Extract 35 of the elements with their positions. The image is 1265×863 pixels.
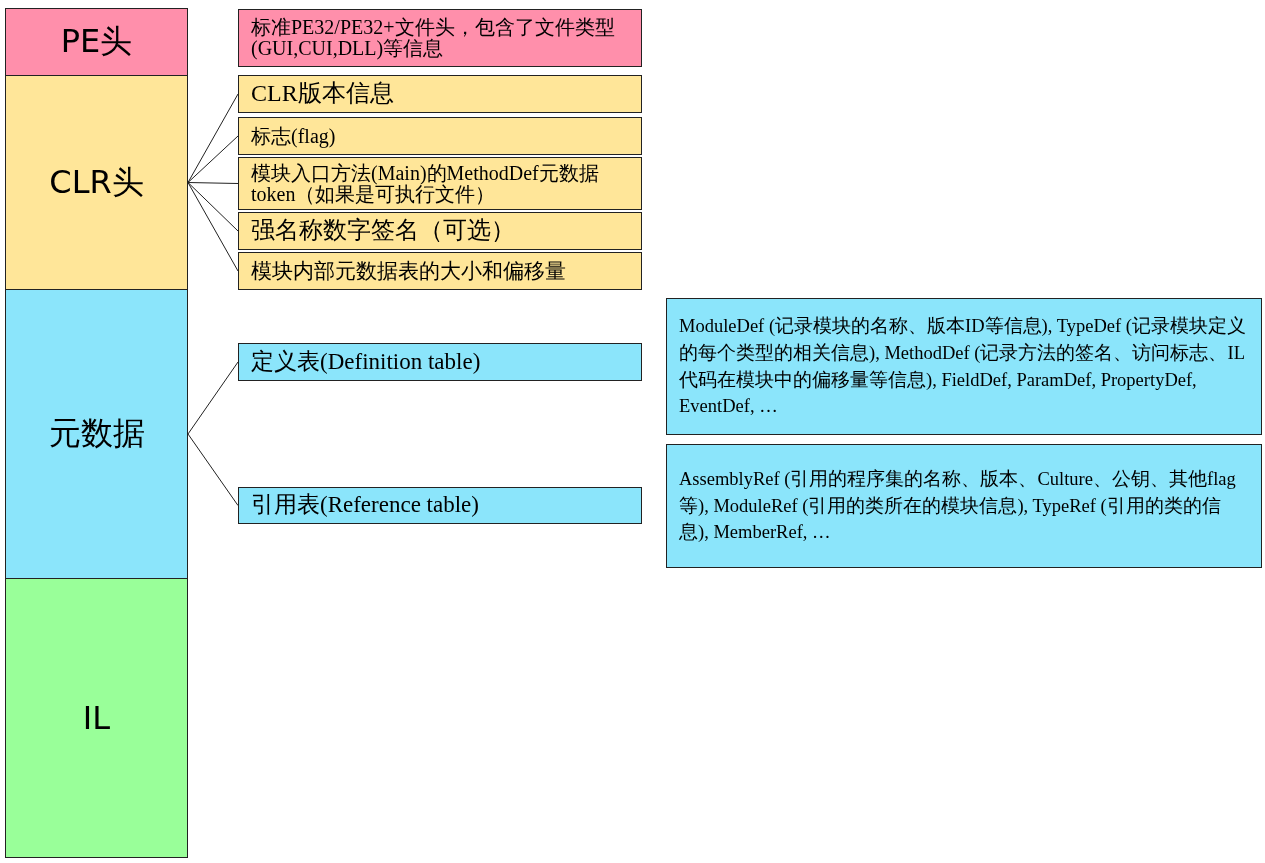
section-band bbox=[5, 75, 188, 290]
section-label: 元数据 bbox=[48, 413, 145, 454]
connector-line bbox=[187, 182, 239, 184]
item-text: 标准PE32/PE32+文件头，包含了文件类型(GUI,CUI,DLL)等信息 bbox=[251, 17, 616, 59]
item-text: 定义表(Definition table) bbox=[251, 349, 481, 375]
field-box bbox=[238, 157, 642, 210]
section-label: PE头 bbox=[60, 21, 133, 62]
note-box bbox=[666, 298, 1262, 435]
item-text: 强名称数字签名（可选） bbox=[251, 218, 515, 244]
item-text: AssemblyRef (引用的程序集的名称、版本、Culture、公钥、其他flag等), ModuleRef (引用的类所在的模块信息), TypeRef (引用的类的信息), MemberRef, … bbox=[679, 467, 1237, 545]
table-box bbox=[238, 343, 642, 381]
item-text: 标志(flag) bbox=[251, 125, 336, 147]
connector-line bbox=[187, 182, 239, 232]
field-box bbox=[238, 212, 642, 250]
item-text: 引用表(Reference table) bbox=[251, 493, 479, 518]
item-text: CLR版本信息 bbox=[251, 81, 394, 107]
table-box bbox=[238, 487, 642, 524]
item-text: 模块入口方法(Main)的MethodDef元数据 token（如果是可执行文件） bbox=[251, 162, 600, 205]
section-band bbox=[5, 289, 188, 579]
section-band bbox=[5, 578, 188, 858]
connector-line bbox=[187, 182, 239, 272]
section-band bbox=[5, 8, 188, 76]
connector-line bbox=[187, 433, 239, 506]
connector-line bbox=[187, 135, 239, 183]
section-label: IL bbox=[82, 699, 111, 737]
field-box bbox=[238, 9, 642, 67]
field-box bbox=[238, 75, 642, 113]
item-text: ModuleDef (记录模块的名称、版本ID等信息), TypeDef (记录模块定义的每个类型的相关信息), MethodDef (记录方法的签名、访问标志、IL代码在模块中的偏移量等信息), FieldDef, ParamDef, PropertyDef, EventDef, … bbox=[679, 314, 1247, 419]
field-box bbox=[238, 252, 642, 290]
note-box bbox=[666, 444, 1262, 568]
item-text: 模块内部元数据表的大小和偏移量 bbox=[251, 259, 566, 282]
connector-line bbox=[187, 361, 239, 435]
section-label: CLR头 bbox=[49, 161, 144, 203]
field-box bbox=[238, 117, 642, 155]
connector-line bbox=[187, 93, 239, 183]
